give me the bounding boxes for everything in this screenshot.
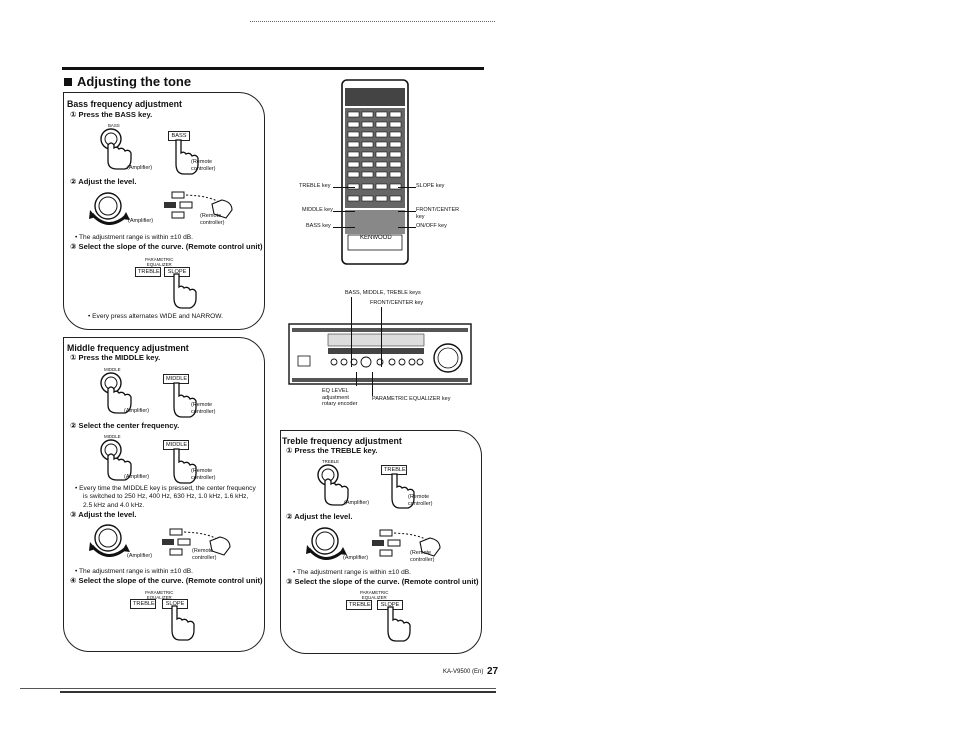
remote-middle-key-label: MIDDLE key <box>302 207 333 213</box>
treble-range-note: • The adjustment range is within ±10 dB. <box>293 569 411 576</box>
bass-treble-key[interactable]: TREBLE <box>135 267 161 277</box>
bass-step3: ③ Select the slope of the curve. (Remote… <box>70 242 263 251</box>
bass-amplifier-label: (Amplifier) <box>127 165 153 171</box>
header-rule <box>62 67 484 70</box>
treble-level-remote-icon <box>372 529 441 557</box>
treble-level-amplifier-label: (Amplifier) <box>343 555 369 561</box>
bass-level-remote-icon <box>164 191 233 219</box>
treble-level-knob-icon <box>306 527 347 560</box>
treble-step1: ① Press the TREBLE key. <box>286 446 378 455</box>
bass-key-small-label: BASS <box>108 123 120 128</box>
amp-bmt-keys-label: BASS, MIDDLE, TREBLE keys <box>345 290 421 296</box>
bass-level-knob-icon <box>89 192 130 225</box>
middle-amp-knob-hand-icon <box>100 372 132 414</box>
middle-heading: Middle frequency adjustment <box>67 343 189 353</box>
treble-key-small-label: TREBLE <box>322 459 340 464</box>
middle-amplifier-label: (Amplifier) <box>124 408 150 414</box>
bass-step1: ① Press the BASS key. <box>70 110 153 119</box>
amp-front-center-leader <box>381 307 382 367</box>
amp-param-eq-label: PARAMETRIC EQUALIZER key <box>372 396 451 402</box>
bass-section <box>63 92 265 330</box>
footer-rule-1 <box>20 688 496 689</box>
middle-level-knob-icon <box>89 524 130 557</box>
bass-amp-knob-hand-icon <box>100 128 132 170</box>
amp-bmt-leader <box>351 297 352 367</box>
remote-front-center-leader <box>398 211 416 212</box>
treble-step2: ② Adjust the level. <box>286 512 353 521</box>
amp-front-center-label: FRONT/CENTER key <box>370 300 424 306</box>
page-title: Adjusting the tone <box>64 74 191 89</box>
amp-eq-level-leader <box>356 372 357 386</box>
treble-slope-hand-icon <box>387 606 411 642</box>
footer-page-number: 27 <box>487 666 499 677</box>
middle-step3: ③ Adjust the level. <box>70 510 137 519</box>
bass-range-note: • The adjustment range is within ±10 dB. <box>75 234 193 241</box>
amp-param-eq-leader <box>372 372 373 396</box>
middle-key-small-label-2: MIDDLE <box>104 434 121 439</box>
middle-remote-hand-icon-2 <box>173 448 197 484</box>
treble-step3: ③ Select the slope of the curve. (Remote… <box>286 577 479 586</box>
middle-amplifier-label-2: (Amplifier) <box>124 474 150 480</box>
remote-treble-leader <box>333 187 355 188</box>
treble-amp-knob-hand-icon <box>317 464 349 506</box>
bass-heading: Bass frequency adjustment <box>67 99 182 109</box>
middle-range-note: • The adjustment range is within ±10 dB. <box>75 568 193 575</box>
bass-step2: ② Adjust the level. <box>70 177 137 186</box>
middle-level-remote-icon <box>162 528 231 556</box>
middle-amp-knob-hand-icon-2 <box>100 439 132 481</box>
middle-step1: ① Press the MIDDLE key. <box>70 353 161 362</box>
middle-key-small-label: MIDDLE <box>104 367 121 372</box>
footer-rule-2 <box>60 691 496 693</box>
remote-middle-leader <box>333 211 355 212</box>
top-dotted-line <box>250 21 495 22</box>
footer-model: KA-V9500 (En) <box>443 669 484 675</box>
remote-control-illustration <box>341 79 409 265</box>
remote-onoff-key-label: ON/OFF key <box>416 223 447 229</box>
middle-slope-hand-icon <box>171 605 195 641</box>
bass-slope-note: • Every press alternates WIDE and NARROW… <box>88 313 223 320</box>
amplifier-front-panel-illustration <box>288 323 472 385</box>
bass-remote-hand-icon <box>175 139 199 175</box>
treble-heading: Treble frequency adjustment <box>282 436 402 446</box>
remote-bass-key-label: BASS key <box>306 223 331 229</box>
middle-level-amplifier-label: (Amplifier) <box>127 553 153 559</box>
treble-treble-key[interactable]: TREBLE <box>346 600 372 610</box>
remote-onoff-leader <box>398 227 416 228</box>
bass-level-amplifier-label: (Amplifier) <box>128 218 154 224</box>
treble-amplifier-label: (Amplifier) <box>344 500 370 506</box>
remote-bass-leader <box>333 227 355 228</box>
middle-step4: ④ Select the slope of the curve. (Remote… <box>70 576 263 585</box>
remote-slope-leader <box>398 187 416 188</box>
middle-step2: ② Select the center frequency. <box>70 421 180 430</box>
treble-section <box>280 430 482 654</box>
middle-freq-note: • Every time the MIDDLE key is pressed, … <box>75 485 256 509</box>
remote-slope-key-label: SLOPE key <box>416 183 445 189</box>
bass-slope-hand-icon <box>173 273 197 309</box>
remote-brand-label: KENWOOD <box>360 235 392 241</box>
square-bullet-icon <box>64 78 72 86</box>
middle-treble-key[interactable]: TREBLE <box>130 599 156 609</box>
middle-section <box>63 337 265 652</box>
middle-remote-hand-icon <box>173 382 197 418</box>
remote-treble-key-label: TREBLE key <box>299 183 331 189</box>
treble-remote-hand-icon <box>391 473 415 509</box>
